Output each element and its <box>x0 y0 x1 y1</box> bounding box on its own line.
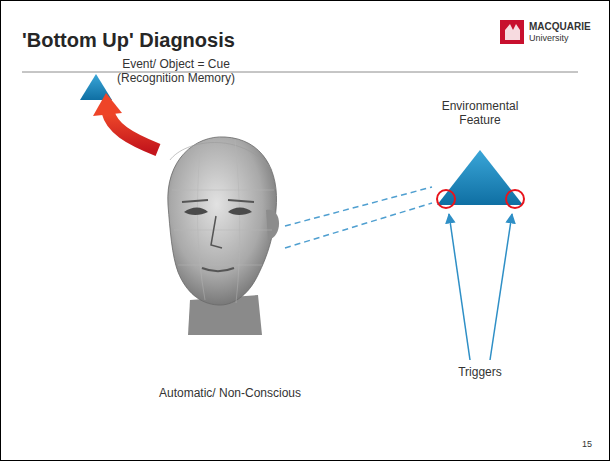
trigger-circle <box>506 190 524 208</box>
logo-subtitle: University <box>529 33 599 44</box>
logo-wordmark: MACQUARIE <box>529 21 599 33</box>
feature-label: Environmental Feature <box>425 99 535 128</box>
head-illustration <box>168 137 279 335</box>
recall-arrow <box>93 93 158 150</box>
process-note: Automatic/ Non-Conscious <box>140 386 320 400</box>
trigger-circle <box>437 190 455 208</box>
feature-triangle <box>437 150 523 205</box>
logo-icon <box>500 20 524 44</box>
trigger-arrow <box>449 214 470 360</box>
sight-line <box>285 187 432 226</box>
trigger-arrow <box>490 214 512 360</box>
sight-line <box>285 203 432 248</box>
cue-label: Event/ Object = Cue (Recognition Memory) <box>106 57 246 86</box>
triggers-label: Triggers <box>435 365 525 379</box>
slide-title: 'Bottom Up' Diagnosis <box>22 28 235 52</box>
title-rule <box>22 72 578 73</box>
page-number: 15 <box>562 439 592 450</box>
